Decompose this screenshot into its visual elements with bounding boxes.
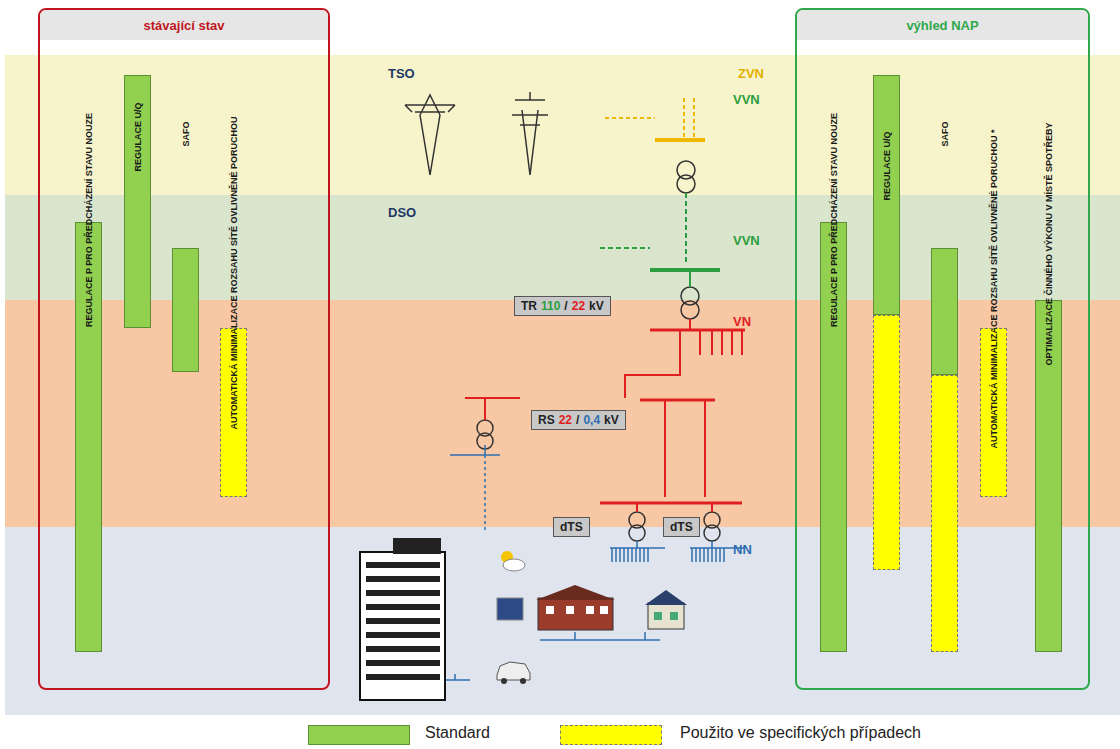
function-bar: OPTIMALIZACE ČINNÉHO VÝKONU V MÍSTĚ SPOT… [1035, 95, 1062, 652]
function-label: REGULACE U/Q [881, 100, 892, 232]
specific-bar-segment [931, 375, 958, 652]
function-bar: REGULACE P PRO PŘEDCHÁZENÍ STAVU NOUZE [75, 95, 102, 652]
voltage-level-label: VVN [733, 92, 760, 107]
standard-bar-segment [931, 248, 958, 375]
method-panel: výhled NAP REGULACE P PRO PŘEDCHÁZENÍ STA… [795, 8, 1090, 690]
substation-box: RS 22 / 0,4 kV [531, 410, 626, 430]
substation-box: TR 110 / 22 kV [514, 296, 611, 316]
legend-swatch [308, 725, 410, 745]
legend-text: Standard [425, 724, 490, 742]
function-label: REGULACE U/Q [132, 78, 143, 195]
voltage-level-label: TSO [388, 66, 415, 81]
function-bar: REGULACE U/Q [124, 75, 151, 328]
function-bar: AUTOMATICKÁ MINIMALIZACE ROZSAHU SÍTĚ OV… [980, 100, 1007, 497]
function-label: REGULACE P PRO PŘEDCHÁZENÍ STAVU NOUZE [828, 95, 839, 345]
substation-label: TR [521, 299, 537, 313]
function-bar: SAFO [172, 116, 199, 372]
substation-label: 22 [559, 413, 572, 427]
function-bar: AUTOMATICKÁ MINIMALIZACE ROZSAHU SÍTĚ OV… [220, 100, 247, 497]
function-bar: REGULACE U/Q [873, 75, 900, 570]
substation-label: RS [538, 413, 555, 427]
substation-label: 0,4 [583, 413, 600, 427]
function-label: OPTIMALIZACE ČINNÉHO VÝKONU V MÍSTĚ SPOT… [1043, 95, 1054, 392]
function-label: REGULACE P PRO PŘEDCHÁZENÍ STAVU NOUZE [83, 95, 94, 345]
function-label: AUTOMATICKÁ MINIMALIZACE ROZSAHU SÍTĚ OV… [228, 100, 239, 445]
legend-text: Použito ve specifických případech [680, 724, 921, 742]
voltage-level-label: NN [733, 542, 752, 557]
substation-label: / [576, 413, 579, 427]
substation-label: 110 [541, 299, 560, 313]
standard-bar-segment [172, 248, 199, 372]
method-panel: stávající stavREGULACE P PRO PŘEDCHÁZENÍ… [38, 8, 330, 690]
panel-heading: výhled NAP [797, 10, 1088, 40]
voltage-level-label: VVN [733, 233, 760, 248]
function-label: SAFO [180, 116, 191, 152]
substation-label: kV [604, 413, 619, 427]
voltage-level-label: DSO [388, 205, 416, 220]
substation-label: dTS [560, 520, 583, 534]
substation-label: kV [589, 299, 604, 313]
voltage-level-label: VN [733, 314, 751, 329]
voltage-level-label: ZVN [738, 66, 764, 81]
specific-bar-segment [873, 315, 900, 570]
function-label: AUTOMATICKÁ MINIMALIZACE ROZSAHU SÍTĚ OV… [988, 100, 999, 478]
substation-label: / [564, 299, 567, 313]
legend-swatch [560, 725, 662, 745]
panel-heading: stávající stav [40, 10, 328, 40]
substation-label: dTS [670, 520, 693, 534]
function-bar: SAFO [931, 116, 958, 652]
function-label: SAFO [939, 116, 950, 152]
substation-label: 22 [572, 299, 585, 313]
substation-box: dTS [553, 517, 590, 537]
function-bar: REGULACE P PRO PŘEDCHÁZENÍ STAVU NOUZE [820, 95, 847, 652]
substation-box: dTS [663, 517, 700, 537]
